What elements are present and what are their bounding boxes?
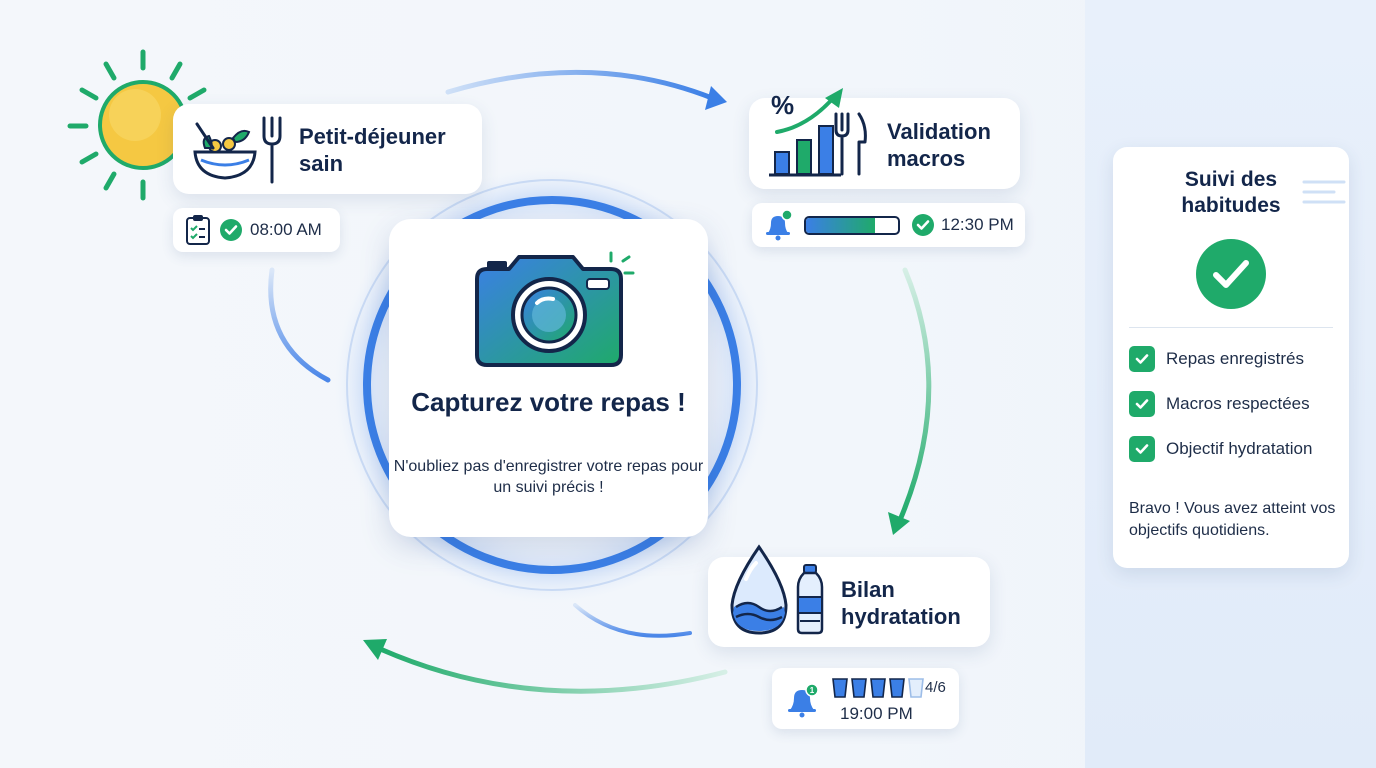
macros-title: Validation macros [887,119,991,171]
habit-label: Objectif hydratation [1166,439,1313,458]
glass-icon [851,678,867,698]
sun-icon [67,49,207,201]
breakfast-time-pill: 08:00 AM [173,208,340,252]
hydration-title: Bilan hydratation [841,577,961,629]
arrow-top [445,69,715,101]
macros-progress-bar [804,215,900,235]
glass-icon [889,678,905,698]
clipboard-checklist-icon [186,215,210,245]
habit-tracker-card: Suivi des habitudes Repas enregistrés Ma… [1113,147,1349,568]
macros-progress-fill [806,217,875,233]
checkbox-checked-icon[interactable] [1129,436,1155,462]
breakfast-card[interactable]: Petit-déjeuner sain [173,104,482,194]
bar-chart-icon: % [769,88,843,177]
outer-ring [346,179,758,591]
habit-label: Repas enregistrés [1166,349,1304,368]
arc-left [268,267,331,383]
salad-bowl-icon [193,122,257,180]
camera-icon [475,251,635,367]
glass-icon [870,678,886,698]
breakfast-title: Petit-déjeuner sain [299,124,446,176]
breakfast-time: 08:00 AM [250,220,322,239]
arrow-right [897,267,932,523]
check-circle-icon [1196,239,1266,309]
svg-text:%: % [771,90,794,120]
habit-item-hydration[interactable]: Objectif hydratation [1129,436,1312,462]
check-circle-icon [912,214,934,236]
glass-icon [908,678,924,698]
habit-success-message: Bravo ! Vous avez atteint vos objectifs … [1129,500,1336,539]
arrow-bottom [375,645,728,694]
checkbox-checked-icon[interactable] [1129,391,1155,417]
checkbox-checked-icon[interactable] [1129,346,1155,372]
glasses-tracker [832,678,924,698]
hydration-time-pill: 1 4/6 19:00 PM [772,668,959,729]
svg-text:1: 1 [810,686,815,695]
macros-time-pill: 12:30 PM [752,203,1025,247]
glass-icon [832,678,848,698]
capture-meal-card[interactable]: Capturez votre repas ! N'oubliez pas d'e… [389,219,708,537]
habit-item-meals[interactable]: Repas enregistrés [1129,346,1304,372]
speed-lines-right [1302,180,1346,204]
macros-card[interactable]: % Validation macros [749,88,1020,189]
arc-bottom-small [573,603,692,638]
glasses-count: 4/6 [925,679,946,696]
check-circle-icon [220,219,242,241]
bell-icon [766,209,793,241]
habit-tracker-title: Suivi des habitudes [1181,168,1281,217]
fork-icon [262,116,282,184]
inner-ring [363,196,741,574]
capture-text: N'oubliez pas d'enregistrer votre repas … [393,458,704,496]
hydration-time: 19:00 PM [840,704,913,723]
macros-time: 12:30 PM [941,215,1014,234]
habit-label: Macros respectées [1166,394,1310,413]
habit-item-macros[interactable]: Macros respectées [1129,391,1310,417]
hydration-card[interactable]: Bilan hydratation [708,544,990,647]
capture-title: Capturez votre repas ! [411,387,686,417]
divider [1129,327,1333,328]
knife-fork-icon [834,112,867,176]
water-drop-icon [730,544,788,635]
bell-icon: 1 [788,683,819,718]
water-bottle-icon [796,564,824,635]
